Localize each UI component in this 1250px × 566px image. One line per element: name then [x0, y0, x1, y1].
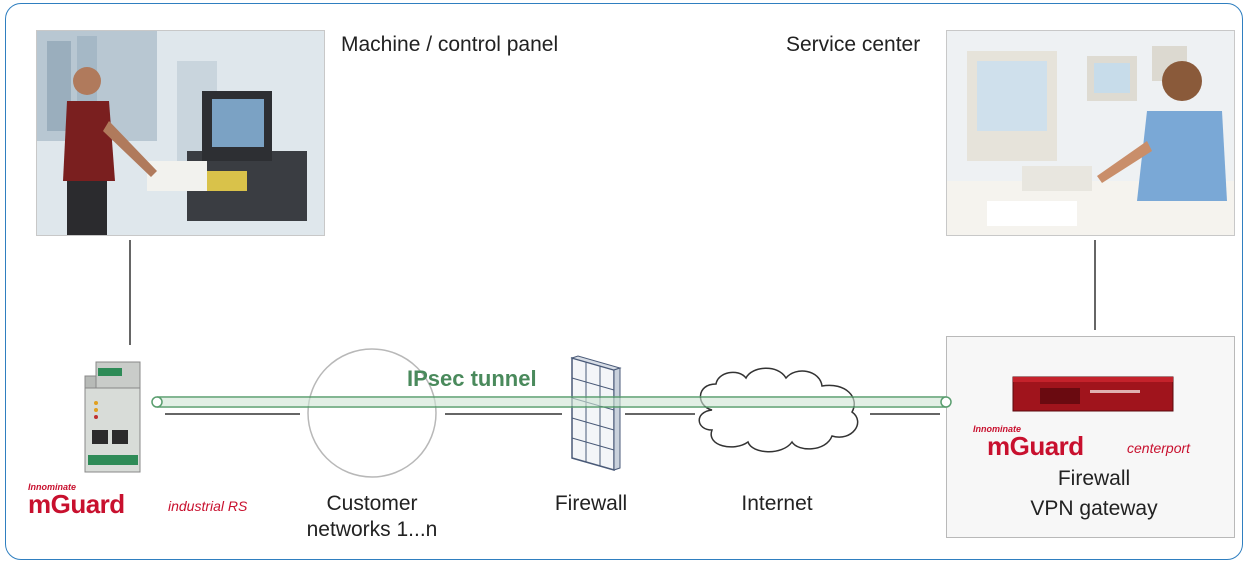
logo-right-main: mGuard — [987, 431, 1084, 461]
logo-right-sub: centerport — [1127, 440, 1191, 456]
ipsec-tunnel-label: IPsec tunnel — [407, 366, 537, 391]
ipsec-tunnel-line — [151, 396, 952, 408]
tunnel-endpoint-right — [940, 396, 952, 408]
vpn-gateway-box — [946, 336, 1235, 538]
tunnel-endpoint-left — [151, 396, 163, 408]
gateway-label-line2: VPN gateway — [1030, 497, 1158, 520]
firewall-icon — [570, 355, 622, 471]
mguard-industrial-rs-device — [84, 361, 141, 473]
customer-networks-label-line1: Customer — [326, 492, 418, 515]
logo-left-main: mGuard — [28, 489, 125, 519]
mguard-centerport-device — [1012, 376, 1174, 412]
customer-networks-label-line2: networks 1...n — [306, 518, 438, 541]
service-center-photo — [946, 30, 1235, 236]
logo-left-small: Innominate — [28, 482, 77, 492]
firewall-label: Firewall — [554, 492, 628, 515]
logo-right-small: Innominate — [973, 424, 1022, 434]
logo-left-sub: industrial RS — [168, 498, 248, 514]
diagram-frame — [5, 3, 1243, 560]
internet-cloud-icon — [698, 367, 859, 453]
gateway-label-line1: Firewall — [1057, 467, 1131, 490]
machine-label: Machine / control panel — [341, 33, 559, 56]
customer-networks-circle — [307, 348, 437, 478]
service-center-label: Service center — [786, 33, 921, 56]
machine-control-panel-photo — [36, 30, 325, 236]
internet-label: Internet — [741, 492, 813, 515]
